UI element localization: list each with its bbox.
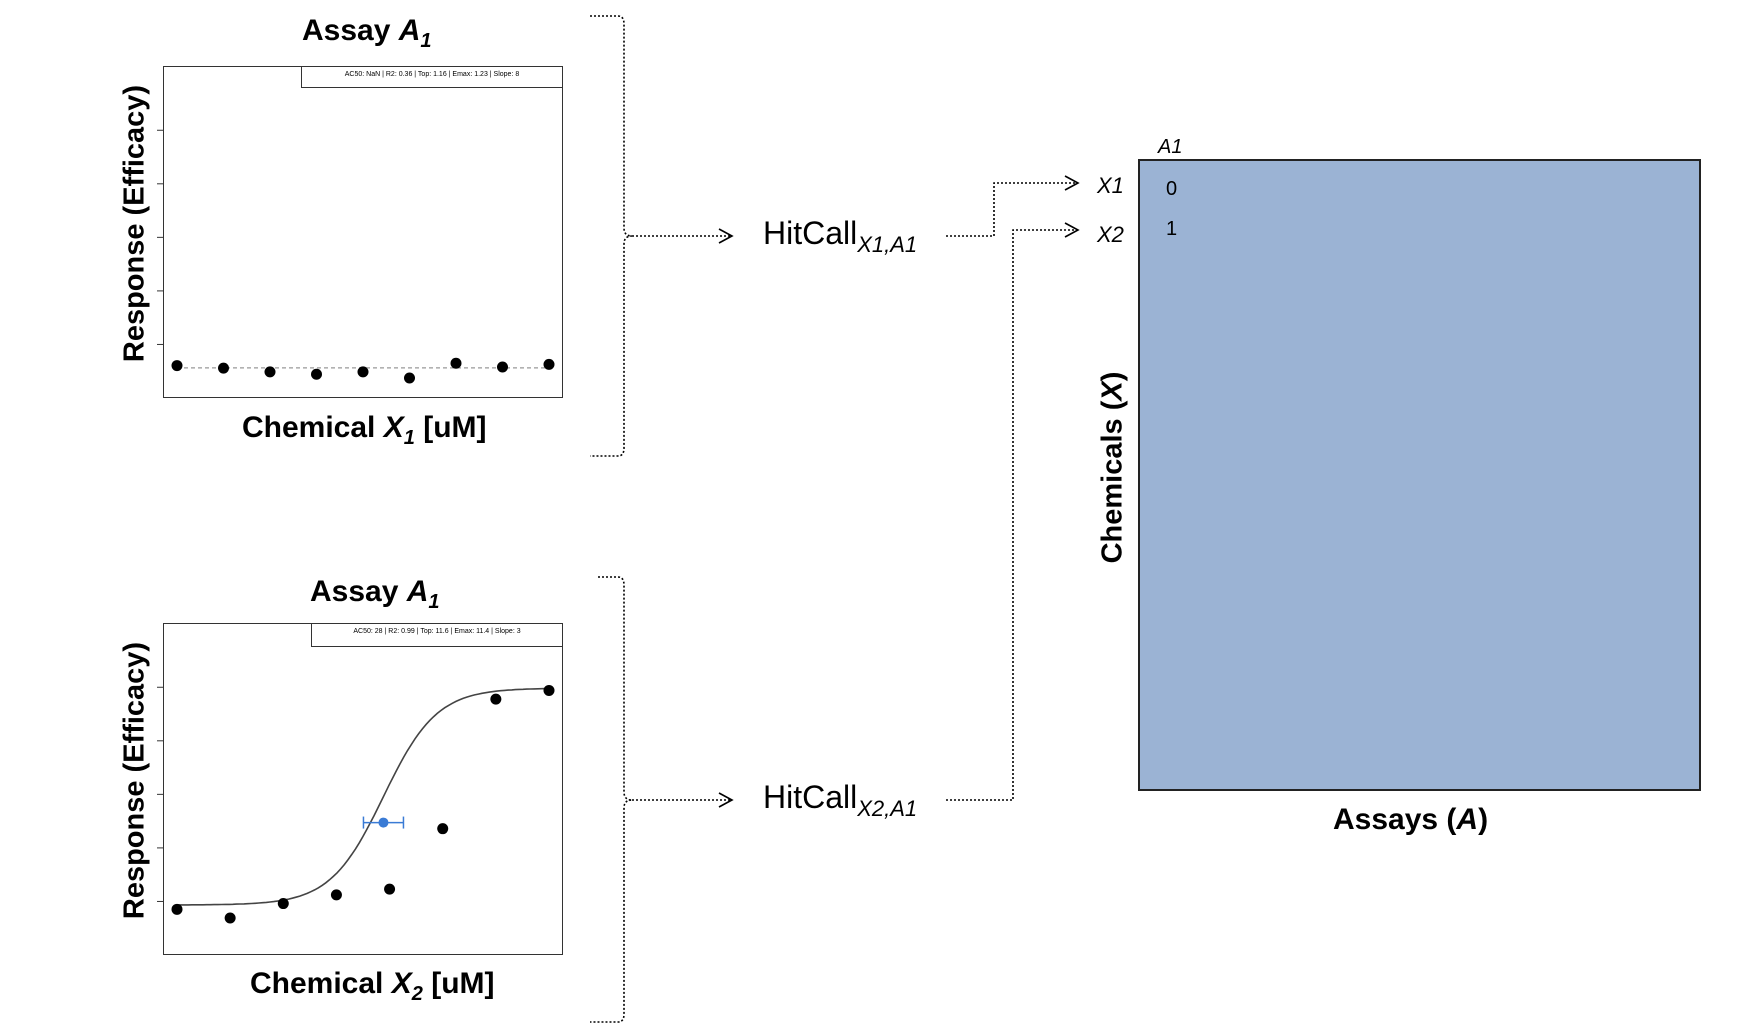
data-point [543, 358, 555, 370]
data-point [357, 366, 369, 378]
hitcall-label-1: HitCallX1,A1 [763, 215, 917, 258]
data-point [264, 366, 276, 378]
panel2-plot-area: AC50: 28 | R2: 0.99 | Top: 11.6 | Emax: … [157, 623, 563, 955]
matrix-cell-x1-a1: 0 [1166, 178, 1178, 200]
data-point [171, 360, 183, 372]
panel1-xlabel-var: X [383, 411, 404, 444]
brace-bottom [590, 576, 633, 1023]
matrix-xlabel-text: Assays ( [1333, 803, 1457, 836]
data-point [384, 883, 396, 895]
data-point [277, 898, 289, 910]
panel1-title: Assay A1 [302, 14, 432, 53]
panel1-xlabel-unit: [uM] [414, 411, 487, 444]
matrix-ylabel-var: X [1096, 381, 1129, 401]
panel2-title-sub: 1 [428, 591, 440, 613]
data-point [543, 684, 555, 696]
arrow-hitcall1-to-x1 [946, 175, 1080, 237]
arrow-hitcall2-to-x2 [946, 222, 1080, 801]
panel1-x-axis-label: Chemical X1 [uM] [242, 411, 487, 450]
matrix-xlabel-end: ) [1478, 803, 1489, 836]
ac50-marker [378, 817, 389, 828]
panel1-xlabel-sub: 1 [403, 427, 415, 449]
fit-curve [177, 687, 549, 906]
data-point [311, 368, 322, 380]
data-point [437, 823, 449, 835]
panel1-stats-box: AC50: NaN | R2: 0.36 | Top: 1.16 | Emax:… [301, 66, 563, 88]
panel1-plot-area: AC50: NaN | R2: 0.36 | Top: 1.16 | Emax:… [157, 66, 563, 398]
panel1-xlabel-text: Chemical [242, 411, 384, 444]
panel2-xlabel-var: X [391, 967, 412, 1000]
matrix-cell-x2-a1: 1 [1166, 218, 1178, 240]
data-point [450, 357, 462, 369]
matrix-row-label-x2: X2 [1097, 222, 1124, 247]
hitcall-label-2: HitCallX2,A1 [763, 779, 917, 822]
hitcall-matrix: 0 1 [1138, 159, 1701, 791]
matrix-xlabel-var: A [1456, 803, 1479, 836]
panel2-title-text: Assay [310, 575, 407, 608]
panel1-title-sub: 1 [420, 30, 432, 52]
hitcall-1-text: HitCall [763, 215, 858, 251]
matrix-x-axis-label: Assays (A) [1333, 803, 1488, 837]
hitcall-2-sub: X2,A1 [857, 796, 918, 821]
panel2-xlabel-text: Chemical [250, 967, 392, 1000]
panel2-xlabel-sub: 2 [411, 983, 423, 1005]
panel2-title-var: A [406, 575, 429, 608]
matrix-column-label: A1 [1158, 136, 1183, 158]
data-point [490, 693, 502, 705]
data-point [404, 372, 415, 384]
panel1-title-var: A [398, 14, 421, 47]
panel2-stats-box: AC50: 28 | R2: 0.99 | Top: 11.6 | Emax: … [311, 623, 563, 647]
brace-top [590, 15, 633, 457]
panel2-title: Assay A1 [310, 575, 440, 614]
panel2-x-axis-label: Chemical X2 [uM] [250, 967, 495, 1006]
data-point [497, 361, 508, 373]
panel1-title-text: Assay [302, 14, 399, 47]
hitcall-1-sub: X1,A1 [857, 232, 918, 257]
panel2-xlabel-unit: [uM] [422, 967, 495, 1000]
data-point [218, 362, 229, 374]
matrix-row-label-x1: X1 [1097, 173, 1124, 198]
data-point [224, 912, 236, 924]
hitcall-2-text: HitCall [763, 779, 858, 815]
matrix-ylabel-end: ) [1096, 371, 1129, 382]
matrix-ylabel-text: Chemicals ( [1096, 400, 1129, 564]
data-point [171, 903, 183, 915]
matrix-y-axis-label: Chemicals (X) [1097, 333, 1130, 603]
data-point [330, 889, 342, 901]
panel1-plot-svg [157, 129, 555, 384]
panel2-plot-svg [157, 684, 555, 924]
